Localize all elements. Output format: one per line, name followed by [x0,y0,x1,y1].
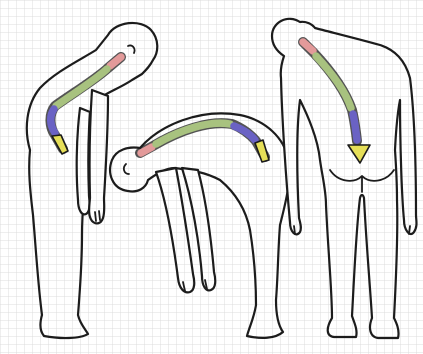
figure-left-spine-lower-segment [51,109,55,133]
figure-left-far-arm [77,108,90,214]
figure-left-near-arm [89,90,108,223]
figure-right-spine-lower-segment [353,114,357,140]
figure-middle-spine-top-segment [141,147,152,153]
